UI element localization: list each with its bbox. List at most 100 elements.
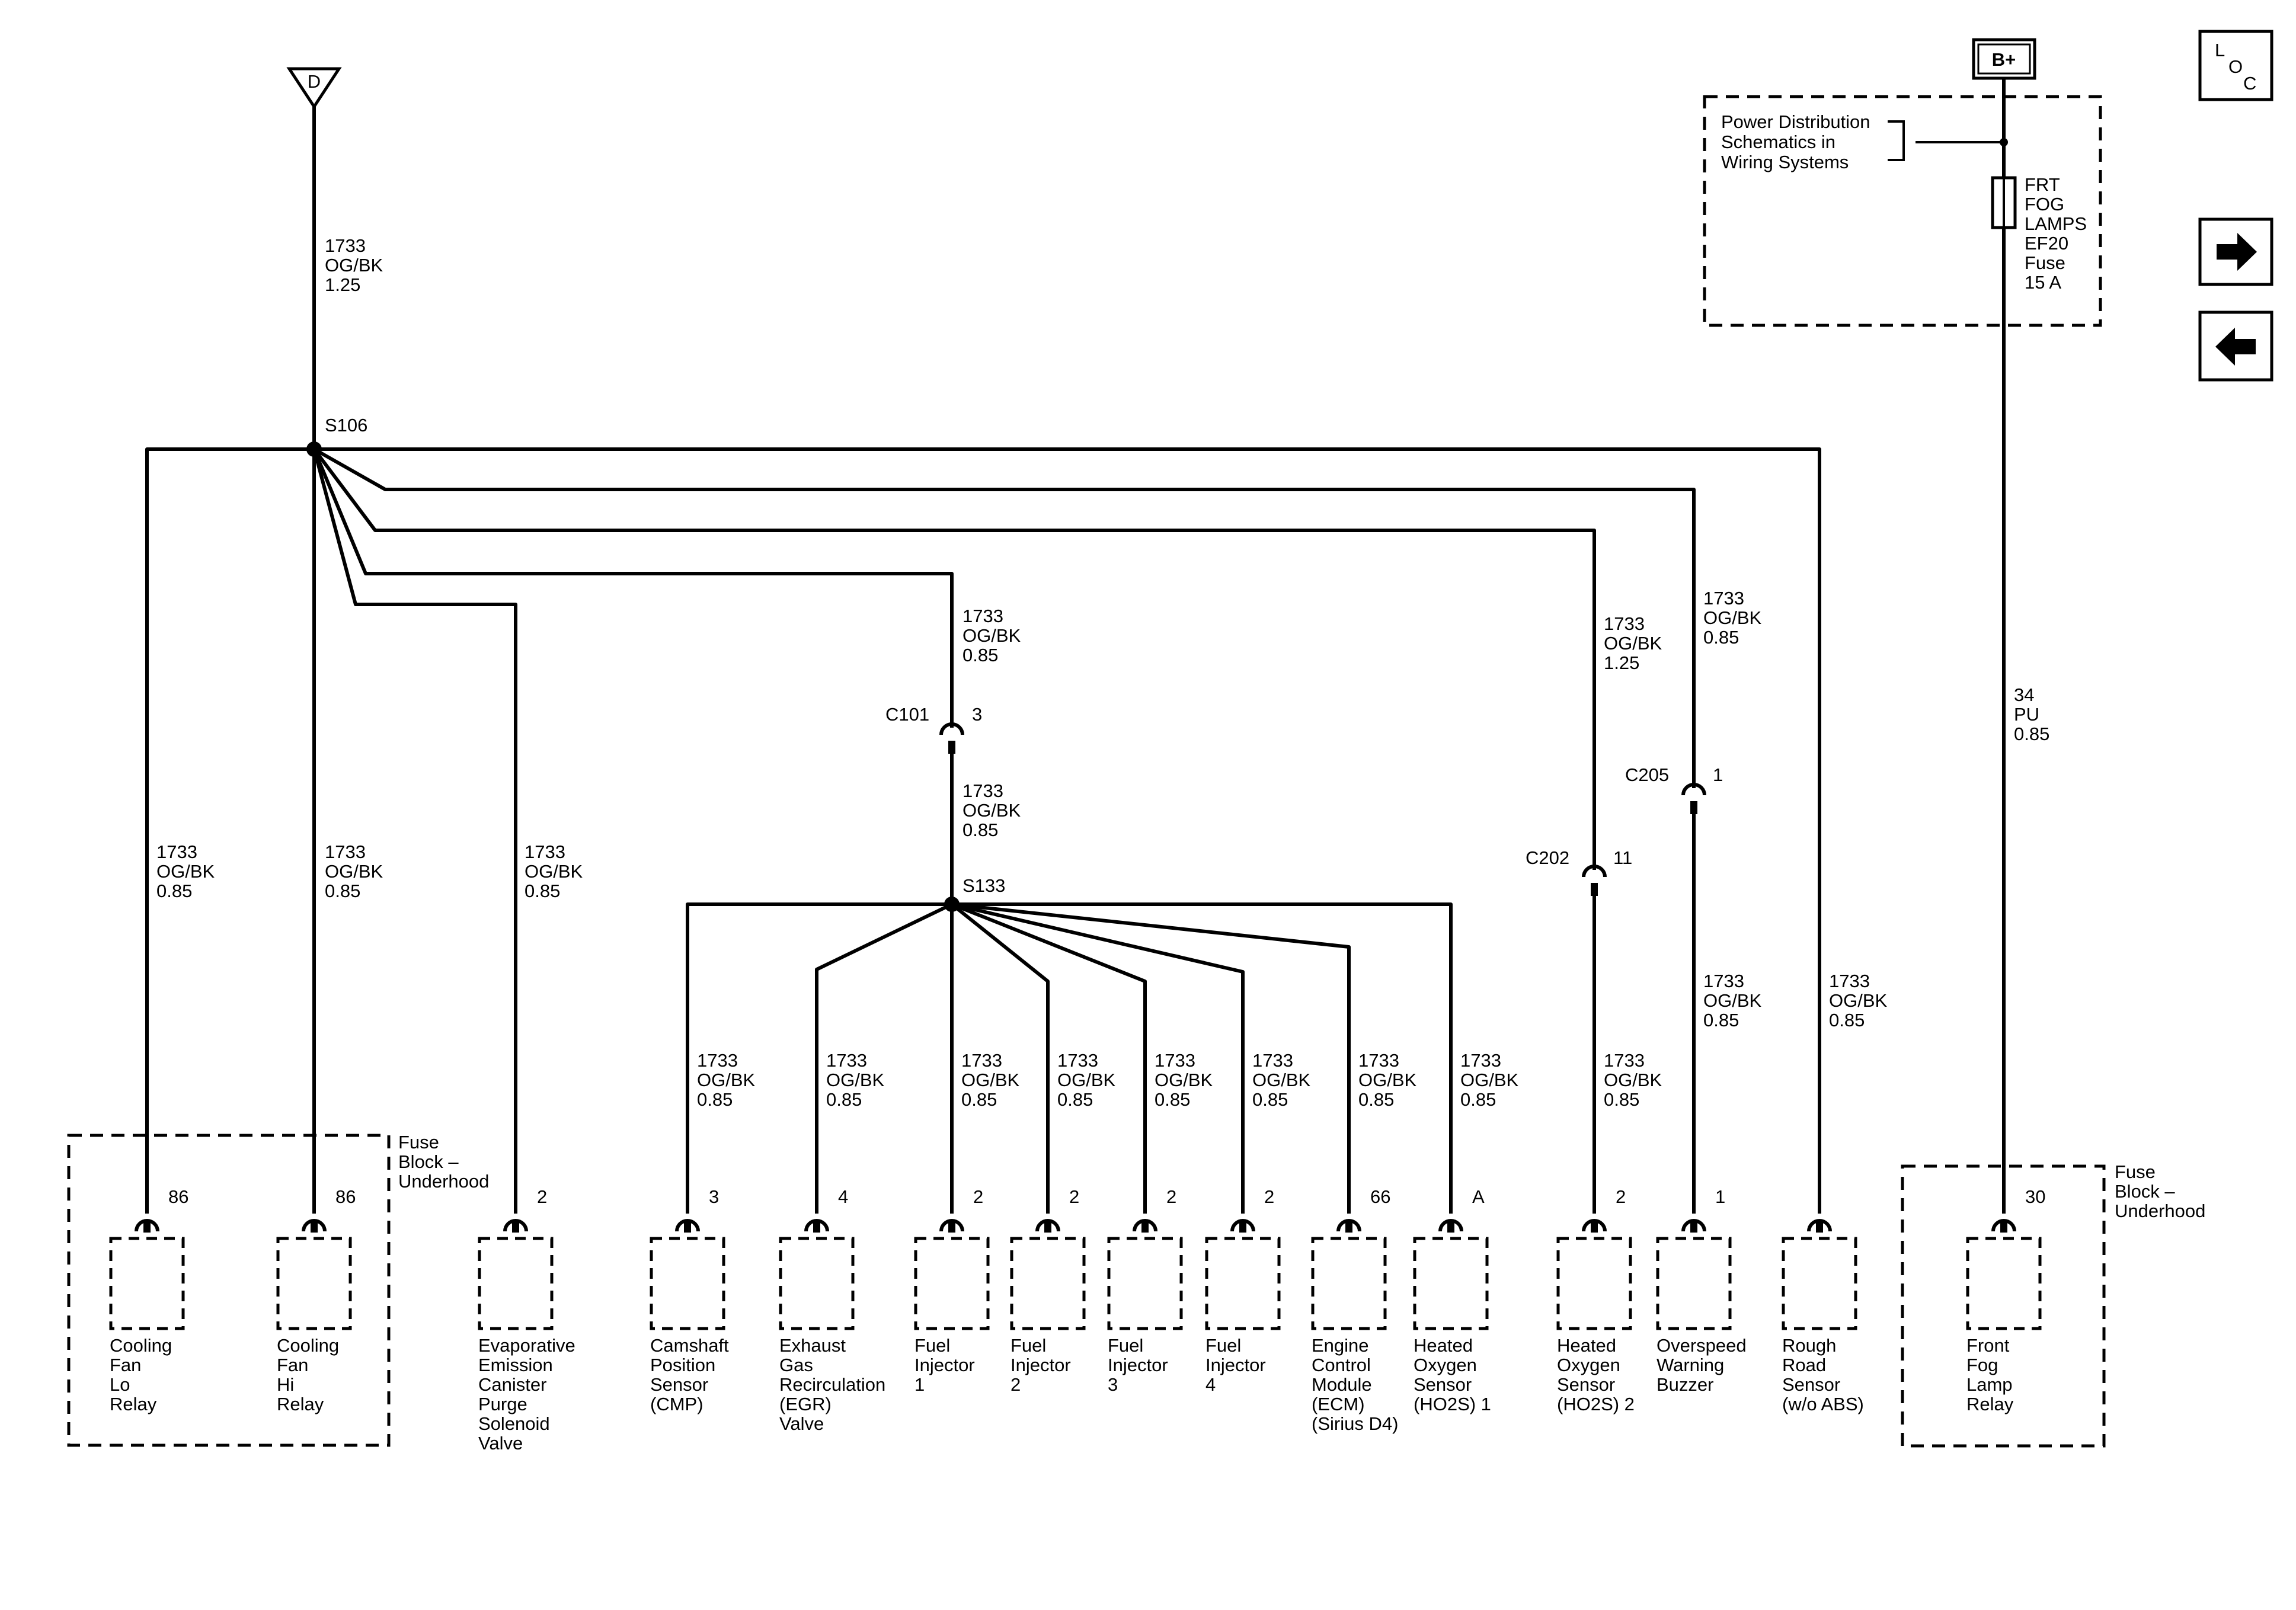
component-label: (HO2S) 2 xyxy=(1557,1394,1635,1414)
terminal-pin xyxy=(813,1219,820,1233)
component-label: 1 xyxy=(914,1374,925,1395)
svg-text:OG/BK: OG/BK xyxy=(1703,990,1762,1011)
prev-page-button[interactable] xyxy=(2198,311,2273,382)
svg-text:C202: C202 xyxy=(1526,847,1569,868)
svg-text:0.85: 0.85 xyxy=(1057,1089,1093,1110)
component-label: Sensor xyxy=(1557,1374,1615,1395)
component-box xyxy=(1010,1237,1086,1330)
component-label: Injector xyxy=(1205,1355,1266,1375)
component-label: Evaporative xyxy=(478,1335,575,1356)
svg-text:C205: C205 xyxy=(1625,764,1669,785)
svg-text:1733: 1733 xyxy=(697,1050,738,1071)
arrow-right-icon xyxy=(2217,233,2257,271)
wire-label-injector-1: 1733 OG/BK 0.85 xyxy=(961,1050,1020,1110)
connector-c205: C205 1 xyxy=(1625,764,1723,814)
svg-text:1733: 1733 xyxy=(826,1050,867,1071)
svg-text:1733: 1733 xyxy=(1604,613,1645,634)
power-distribution-text: Power Distribution Schematics in Wiring … xyxy=(1721,111,1870,172)
pin-number: A xyxy=(1472,1186,1485,1207)
wire-label-egr: 1733 OG/BK 0.85 xyxy=(826,1050,885,1110)
pin-number: 2 xyxy=(1069,1186,1079,1207)
wire-label-to-c205: 1733 OG/BK 0.85 xyxy=(1703,588,1762,648)
svg-text:0.85: 0.85 xyxy=(1703,627,1739,648)
svg-text:0.85: 0.85 xyxy=(156,881,192,901)
svg-text:OG/BK: OG/BK xyxy=(1829,990,1888,1011)
pin-number: 2 xyxy=(973,1186,983,1207)
component-label: Heated xyxy=(1414,1335,1473,1356)
wire-label-injector-4: 1733 OG/BK 0.85 xyxy=(1252,1050,1311,1110)
next-page-button[interactable] xyxy=(2198,217,2273,286)
component-label: Injector xyxy=(1011,1355,1071,1375)
svg-text:Wiring Systems: Wiring Systems xyxy=(1721,152,1849,172)
component-label: Relay xyxy=(110,1394,157,1414)
svg-text:0.85: 0.85 xyxy=(1252,1089,1288,1110)
svg-text:1.25: 1.25 xyxy=(1604,652,1639,673)
svg-text:1733: 1733 xyxy=(525,841,565,862)
fuse-block-left xyxy=(67,1134,391,1447)
pin-number: 2 xyxy=(1616,1186,1626,1207)
component-label: Valve xyxy=(779,1413,824,1434)
terminal-pin xyxy=(311,1219,318,1233)
terminal-pin xyxy=(143,1219,151,1233)
fuse-label: FRT FOG LAMPS EF20 Fuse 15 A xyxy=(2025,174,2087,293)
svg-text:Power Distribution: Power Distribution xyxy=(1721,111,1870,132)
svg-text:0.85: 0.85 xyxy=(1460,1089,1496,1110)
pin-number: 2 xyxy=(537,1186,547,1207)
svg-text:OG/BK: OG/BK xyxy=(1604,1070,1662,1090)
terminal-pin xyxy=(1591,1219,1598,1233)
component-box xyxy=(478,1237,554,1330)
component-box xyxy=(276,1237,352,1330)
component-label: Engine xyxy=(1312,1335,1369,1356)
svg-text:34: 34 xyxy=(2014,684,2034,705)
component-label: (w/o ABS) xyxy=(1782,1394,1864,1414)
svg-text:15 A: 15 A xyxy=(2025,272,2061,293)
component-label: 3 xyxy=(1108,1374,1118,1395)
component-label: Canister xyxy=(478,1374,546,1395)
svg-text:L: L xyxy=(2215,40,2225,60)
bracket-icon xyxy=(1888,120,1905,161)
wire-label-c101-s133: 1733 OG/BK 0.85 xyxy=(962,780,1021,840)
svg-text:1733: 1733 xyxy=(1057,1050,1098,1071)
component-label: Fan xyxy=(110,1355,141,1375)
terminal-pin xyxy=(1816,1219,1823,1233)
component-label: Sensor xyxy=(1414,1374,1472,1395)
component-label: Heated xyxy=(1557,1335,1616,1356)
component-label: Control xyxy=(1312,1355,1371,1375)
wire-label-main: 1733 OG/BK 1.25 xyxy=(325,235,383,295)
component-label: Solenoid xyxy=(478,1413,550,1434)
component-box xyxy=(914,1237,990,1330)
svg-text:0.85: 0.85 xyxy=(2014,724,2049,744)
component-label: Overspeed xyxy=(1657,1335,1747,1356)
svg-text:0.85: 0.85 xyxy=(826,1089,862,1110)
component-label: Fuel xyxy=(1011,1335,1046,1356)
svg-text:0.85: 0.85 xyxy=(1604,1089,1639,1110)
component-label: Oxygen xyxy=(1557,1355,1620,1375)
svg-text:Underhood: Underhood xyxy=(398,1171,489,1192)
svg-text:1733: 1733 xyxy=(1703,588,1744,609)
wire-label-injector-2: 1733 OG/BK 0.85 xyxy=(1057,1050,1116,1110)
svg-text:0.85: 0.85 xyxy=(1703,1010,1739,1030)
svg-text:0.85: 0.85 xyxy=(525,881,560,901)
wire-label-cmp: 1733 OG/BK 0.85 xyxy=(697,1050,756,1110)
svg-text:1733: 1733 xyxy=(1703,971,1744,991)
pin-number: 3 xyxy=(709,1186,719,1207)
svg-text:Block –: Block – xyxy=(398,1151,459,1172)
svg-text:0.85: 0.85 xyxy=(962,820,998,840)
svg-text:OG/BK: OG/BK xyxy=(1703,607,1762,628)
component-label: Injector xyxy=(1108,1355,1168,1375)
terminal-pin xyxy=(512,1219,519,1233)
component-label: (HO2S) 1 xyxy=(1414,1394,1491,1414)
pin-number: 1 xyxy=(1715,1186,1725,1207)
svg-text:OG/BK: OG/BK xyxy=(1252,1070,1311,1090)
loc-button[interactable]: L O C xyxy=(2198,30,2273,101)
svg-text:3: 3 xyxy=(972,704,982,725)
component-label: Fuel xyxy=(1205,1335,1241,1356)
ground-label: D xyxy=(308,71,321,92)
terminal-pin xyxy=(1239,1219,1246,1233)
svg-text:Schematics in: Schematics in xyxy=(1721,132,1835,152)
